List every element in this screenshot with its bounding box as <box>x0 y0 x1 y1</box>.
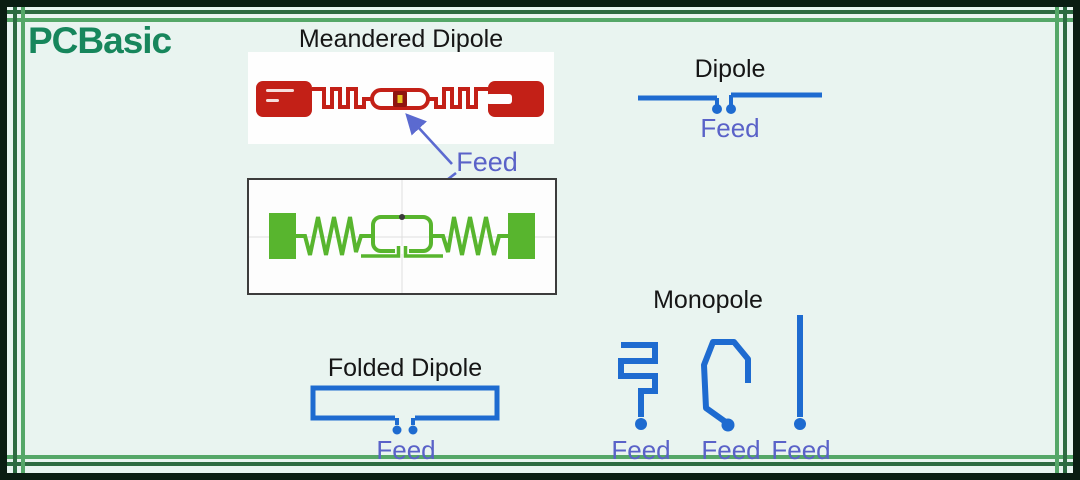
frame-line <box>13 7 17 473</box>
monopole-feed-label-2: Feed <box>701 435 761 465</box>
frame-line <box>7 10 1073 14</box>
folded-dipole-title: Folded Dipole <box>327 354 483 382</box>
dipole-feed-label: Feed <box>700 113 760 143</box>
frame-line <box>7 462 1073 466</box>
monopole-feed-label-3: Feed <box>771 435 831 465</box>
meandered-dipole-title: Meandered Dipole <box>298 25 504 53</box>
rfid-tag-photo-panel <box>248 52 554 144</box>
meandered-dipole-rfid-tag-image <box>256 81 544 117</box>
folded-dipole-feed-label: Feed <box>376 435 436 465</box>
meandered-dipole-feed-label: Feed <box>456 147 518 177</box>
dipole-title: Dipole <box>694 55 766 83</box>
frame-line <box>1055 7 1059 473</box>
meandered-dipole-layout-image <box>249 180 555 293</box>
frame-line <box>7 455 1073 459</box>
frame-line <box>7 18 1073 22</box>
frame-line <box>21 7 25 473</box>
meander-layout-panel <box>247 178 557 295</box>
frame-line <box>1063 7 1067 473</box>
folded-dipole-drawing <box>310 385 500 435</box>
dipole-drawing <box>638 92 822 114</box>
monopole-title: Monopole <box>653 286 763 314</box>
monopole-feed-label-1: Feed <box>611 435 671 465</box>
pcbasic-logo: PCBasic <box>28 20 172 61</box>
monopole-drawings <box>618 315 806 432</box>
